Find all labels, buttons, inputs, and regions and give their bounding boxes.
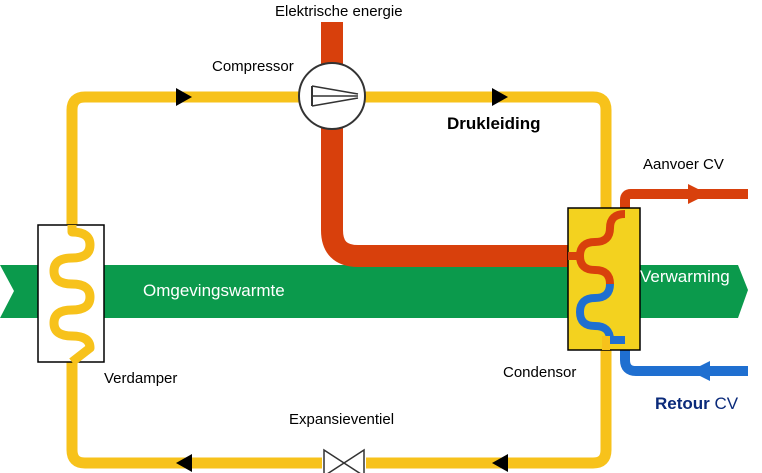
flow-arrow-icon [492,88,508,106]
return-label-bold: Retour [655,394,710,413]
pressure-line-label: Drukleiding [447,114,541,133]
compressor-icon [298,62,366,130]
return-cv-label: Retour CV [655,394,739,413]
supply-cv-pipe [620,189,748,215]
evaporator-coil [49,225,95,366]
flow-arrow-icon [176,88,192,106]
electric-energy-label: Elektrische energie [275,3,403,20]
condenser-coil-return [575,283,625,344]
ambient-heat-label: Omgevingswarmte [143,281,285,300]
condenser-label: Condensor [503,364,576,381]
condenser-coil-hot [568,210,626,285]
supply-cv-label: Aanvoer CV [643,156,724,173]
flow-arrow-icon [492,454,508,472]
return-label-cv: CV [710,394,739,413]
return-cv-pipe [620,340,748,376]
ambient-heat-band [0,265,748,318]
heating-label: Verwarming [640,267,730,286]
supply-arrow-icon [688,184,708,204]
hot-gas-line [321,22,568,267]
compressor-label: Compressor [212,58,294,75]
flow-arrow-icon [176,454,192,472]
expansion-valve-label: Expansieventiel [289,411,394,428]
expansion-valve-icon [322,448,366,473]
return-arrow-icon [690,361,710,381]
evaporator-label: Verdamper [104,370,177,387]
